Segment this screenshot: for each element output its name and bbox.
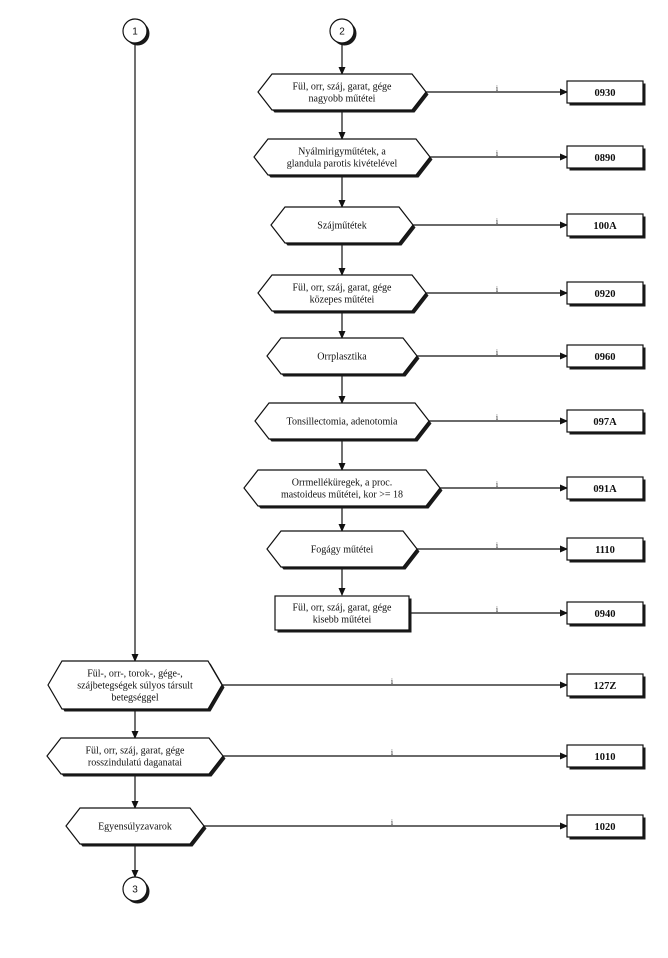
node-127Z-code: 127Z xyxy=(594,681,617,692)
branch-label-1010: i xyxy=(391,748,394,757)
node-1110-code: 1110 xyxy=(595,545,615,556)
node-0940-text-line: kisebb műtétei xyxy=(313,615,372,626)
branch-label-0920: i xyxy=(496,285,499,294)
node-091A-text-line: Orrmelléküregek, a proc. xyxy=(292,478,393,489)
node-0920-text-line: közepes műtétei xyxy=(310,295,375,306)
branch-label-127Z: i xyxy=(391,677,394,686)
node-091A-code: 091A xyxy=(593,484,617,495)
node-0920-code: 0920 xyxy=(595,289,616,300)
node-1020-text-line: Egyensúlyzavarok xyxy=(98,822,172,833)
node-127Z-text-line: Fül-, orr-, torok-, gége-, xyxy=(87,669,183,680)
node-127Z-text-line: betegséggel xyxy=(111,693,158,704)
node-097A-code-box xyxy=(566,409,644,433)
node-1020-hexagon xyxy=(65,807,205,845)
branch-label-091A: i xyxy=(496,480,499,489)
node-0920-hexagon xyxy=(257,274,427,312)
node-1010-text-line: Fül, orr, száj, garat, gége xyxy=(85,746,185,757)
node-1110-code-box xyxy=(566,537,644,561)
node-0890-code-box xyxy=(566,145,644,169)
node-0890-text-line: glandula parotis kivételével xyxy=(287,159,398,170)
node-1010-hexagon xyxy=(46,737,224,775)
branch-label-0940: i xyxy=(496,605,499,614)
node-0920-text-line: Fül, orr, száj, garat, gége xyxy=(292,283,392,294)
connector-3-label: 3 xyxy=(132,885,138,896)
branch-label-1020: i xyxy=(391,818,394,827)
node-091A-text-line: mastoideus műtétei, kor >= 18 xyxy=(281,490,403,501)
node-1110-hexagon xyxy=(266,530,418,568)
node-0940-box xyxy=(274,595,410,631)
connector-3-circle xyxy=(122,876,148,902)
node-0940-text-line: Fül, orr, száj, garat, gége xyxy=(292,603,392,614)
node-097A-hexagon xyxy=(254,402,430,440)
node-0930-code: 0930 xyxy=(595,88,616,99)
node-0930-hexagon xyxy=(257,73,427,111)
node-091A-hexagon xyxy=(243,469,441,507)
branch-label-0890: i xyxy=(496,149,499,158)
node-0930-text-line: Fül, orr, száj, garat, gége xyxy=(292,82,392,93)
node-1020-code-box xyxy=(566,814,644,838)
node-1010-text-line: rosszindulatú daganatai xyxy=(88,758,182,769)
branch-label-0930: i xyxy=(496,84,499,93)
branch-label-0960: i xyxy=(496,348,499,357)
node-0890-text-line: Nyálmirigyműtétek, a xyxy=(298,147,386,158)
node-0960-hexagon xyxy=(266,337,418,375)
node-0920-code-box xyxy=(566,281,644,305)
node-1110-text-line: Fogágy műtétei xyxy=(311,545,374,556)
node-0960-text-line: Orrplasztika xyxy=(317,352,367,363)
node-1020-code: 1020 xyxy=(595,822,616,833)
node-127Z-hexagon xyxy=(47,660,223,710)
node-0890-code: 0890 xyxy=(595,153,616,164)
node-1010-code-box xyxy=(566,744,644,768)
node-100A-hexagon xyxy=(270,206,414,244)
node-127Z-code-box xyxy=(566,673,644,697)
connector-2-label: 2 xyxy=(339,27,345,38)
node-127Z-text-line: szájbetegségek súlyos társult xyxy=(77,681,193,692)
node-097A-code: 097A xyxy=(593,417,617,428)
branch-label-100A: i xyxy=(496,217,499,226)
node-100A-text-line: Szájműtétek xyxy=(317,221,366,232)
node-091A-code-box xyxy=(566,476,644,500)
node-100A-code-box xyxy=(566,213,644,237)
connector-2-circle xyxy=(329,18,355,44)
node-0960-code-box xyxy=(566,344,644,368)
node-0940-code: 0940 xyxy=(595,609,616,620)
node-100A-code: 100A xyxy=(593,221,617,232)
node-1010-code: 1010 xyxy=(595,752,616,763)
connector-1-circle xyxy=(122,18,148,44)
node-0960-code: 0960 xyxy=(595,352,616,363)
connector-1-label: 1 xyxy=(132,27,138,38)
node-0930-code-box xyxy=(566,80,644,104)
branch-label-1110: i xyxy=(496,541,499,550)
node-0940-code-box xyxy=(566,601,644,625)
branch-label-097A: i xyxy=(496,413,499,422)
node-0930-text-line: nagyobb műtétei xyxy=(309,94,376,105)
node-0890-hexagon xyxy=(253,138,431,176)
node-097A-text-line: Tonsillectomia, adenotomia xyxy=(287,417,398,428)
